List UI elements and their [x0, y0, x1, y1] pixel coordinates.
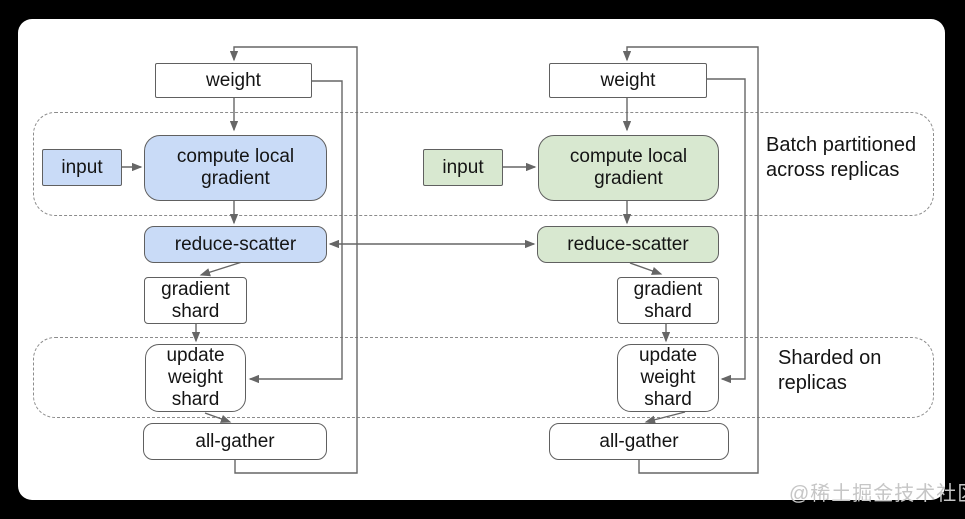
watermark: @稀土掘金技术社区: [789, 483, 965, 505]
node-all-gather-right: all-gather: [549, 423, 729, 460]
node-update-weight-shard-right: update weight shard: [617, 344, 719, 412]
node-weight-right: weight: [549, 63, 707, 98]
node-input-left: input: [42, 149, 122, 186]
region-label-line: replicas: [778, 372, 847, 394]
node-update-weight-shard-left: update weight shard: [145, 344, 246, 412]
node-all-gather-left: all-gather: [143, 423, 327, 460]
node-compute-local-gradient-left: compute local gradient: [144, 135, 327, 201]
node-input-right: input: [423, 149, 503, 186]
node-weight-left: weight: [155, 63, 312, 98]
region-sharded-on-replicas: [33, 337, 934, 418]
region-label-sharded-on-replicas: Sharded on replicas: [778, 346, 881, 396]
node-reduce-scatter-left: reduce-scatter: [144, 226, 327, 263]
node-compute-local-gradient-right: compute local gradient: [538, 135, 719, 201]
region-label-batch-partitioned: Batch partitioned across replicas: [766, 133, 916, 183]
region-label-line: Batch partitioned: [766, 134, 917, 156]
region-batch-partitioned: [33, 112, 934, 216]
region-label-line: Sharded on: [778, 347, 882, 369]
region-label-line: across replicas: [766, 159, 900, 181]
node-reduce-scatter-right: reduce-scatter: [537, 226, 719, 263]
node-gradient-shard-right: gradient shard: [617, 277, 719, 324]
node-gradient-shard-left: gradient shard: [144, 277, 247, 324]
